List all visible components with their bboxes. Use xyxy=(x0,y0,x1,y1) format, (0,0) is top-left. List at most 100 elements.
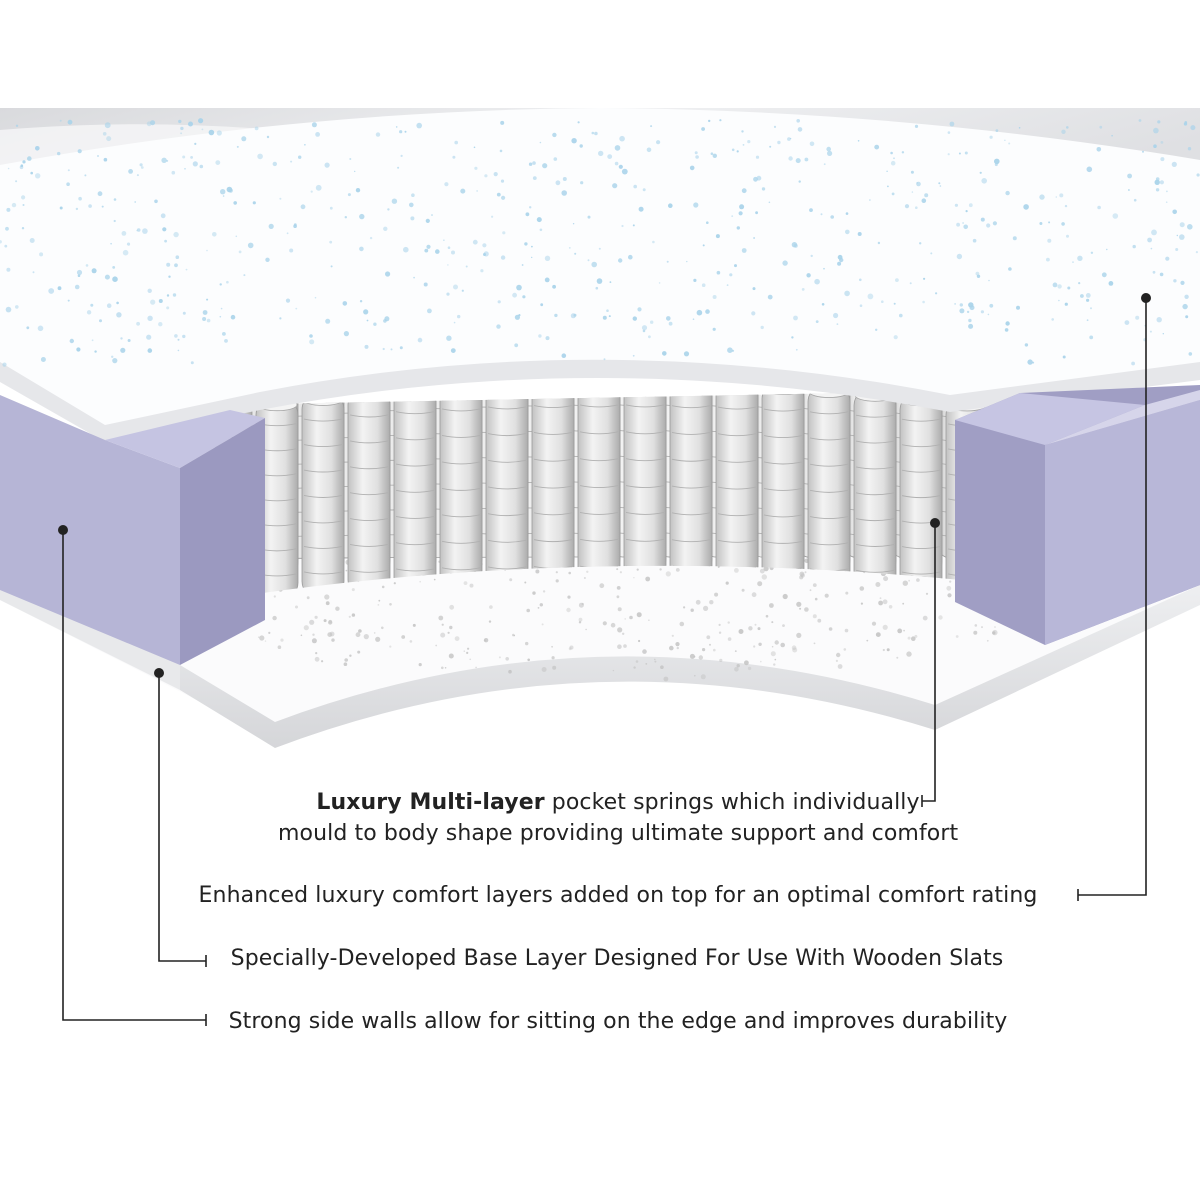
speckle xyxy=(77,274,81,278)
speckle xyxy=(804,571,807,574)
speckle xyxy=(309,334,313,338)
speckle xyxy=(760,660,762,663)
speckle xyxy=(907,636,911,640)
speckle xyxy=(259,635,265,641)
speckle xyxy=(795,158,801,164)
speckle xyxy=(714,592,719,597)
speckle xyxy=(280,638,284,642)
speckle xyxy=(857,140,860,142)
speckle xyxy=(859,586,865,591)
speckle xyxy=(986,639,989,642)
speckle xyxy=(419,580,422,583)
speckle xyxy=(453,321,456,324)
speckle xyxy=(881,300,884,304)
speckle xyxy=(272,161,277,167)
speckle xyxy=(949,121,955,127)
pocket-spring xyxy=(807,390,851,596)
speckle xyxy=(154,199,158,204)
speckle xyxy=(897,628,903,634)
pocket-spring xyxy=(623,390,667,594)
speckle xyxy=(922,300,925,304)
speckle xyxy=(277,645,282,649)
speckle xyxy=(739,204,745,210)
speckle xyxy=(676,646,679,650)
speckle xyxy=(694,151,698,155)
speckle xyxy=(568,571,571,575)
speckle xyxy=(1085,293,1091,298)
speckle xyxy=(497,300,501,304)
speckle xyxy=(472,239,478,245)
speckle xyxy=(484,174,488,178)
speckle xyxy=(142,228,148,234)
speckle xyxy=(180,132,183,135)
speckle xyxy=(837,664,843,669)
speckle xyxy=(373,632,376,634)
speckle xyxy=(393,582,396,585)
speckle xyxy=(617,607,622,612)
speckle xyxy=(1165,256,1170,261)
speckle xyxy=(136,228,141,232)
speckle xyxy=(689,165,695,171)
speckle xyxy=(75,207,79,211)
speckle xyxy=(1096,147,1102,152)
speckle xyxy=(705,309,710,314)
speckle xyxy=(120,347,126,353)
speckle xyxy=(349,158,352,160)
speckle xyxy=(603,358,606,361)
speckle xyxy=(844,628,849,633)
speckle xyxy=(718,631,722,634)
speckle xyxy=(923,277,926,280)
speckle xyxy=(208,129,215,136)
speckle xyxy=(178,119,182,124)
speckle xyxy=(574,252,577,255)
speckle xyxy=(1157,120,1161,124)
speckle xyxy=(968,302,974,308)
speckle xyxy=(230,314,236,320)
speckle xyxy=(968,318,972,323)
speckle xyxy=(385,271,391,277)
speckle xyxy=(91,339,94,342)
speckle xyxy=(799,607,802,610)
speckle xyxy=(452,155,456,159)
speckle xyxy=(930,252,933,255)
speckle xyxy=(247,242,254,249)
speckle xyxy=(579,144,583,148)
speckle xyxy=(1132,244,1136,249)
speckle xyxy=(315,652,318,655)
speckle xyxy=(793,315,798,321)
speckle xyxy=(782,260,788,266)
speckle xyxy=(587,259,590,262)
speckle xyxy=(343,331,349,337)
speckle xyxy=(962,222,964,224)
speckle xyxy=(312,633,315,636)
speckle xyxy=(483,638,489,643)
speckle xyxy=(799,575,804,580)
speckle xyxy=(67,119,73,125)
speckle xyxy=(899,313,903,318)
speckle xyxy=(59,119,62,122)
speckle xyxy=(823,163,826,166)
speckle xyxy=(537,607,540,609)
speckle xyxy=(508,669,512,674)
speckle xyxy=(545,336,550,341)
speckle xyxy=(1190,125,1196,131)
speckle xyxy=(774,640,779,645)
speckle xyxy=(29,238,35,243)
speckle xyxy=(756,175,762,181)
speckle xyxy=(659,568,662,571)
speckle xyxy=(595,286,599,290)
speckle xyxy=(968,203,973,208)
speckle xyxy=(147,348,153,353)
speckle xyxy=(500,255,506,260)
speckle xyxy=(174,263,178,268)
speckle xyxy=(947,131,951,134)
speckle xyxy=(116,301,119,305)
speckle xyxy=(11,202,17,208)
speckle xyxy=(32,271,35,274)
speckle xyxy=(553,157,558,161)
speckle xyxy=(837,254,843,260)
speckle xyxy=(632,224,635,227)
speckle xyxy=(973,630,978,635)
speckle xyxy=(809,141,815,147)
speckle xyxy=(526,608,530,613)
